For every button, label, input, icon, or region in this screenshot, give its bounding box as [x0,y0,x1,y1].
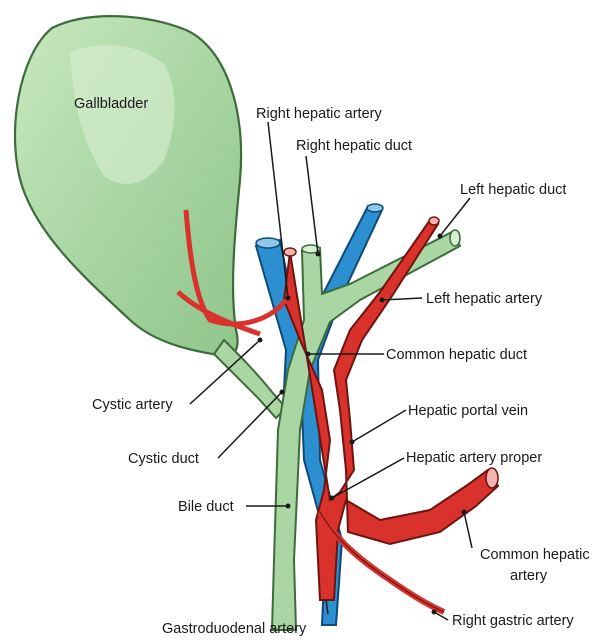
label-cystic-artery: Cystic artery [92,397,173,413]
label-common-hepatic-artery-line1: Common hepatic [480,547,590,563]
label-right-hepatic-duct: Right hepatic duct [296,138,412,154]
label-cystic-duct: Cystic duct [128,451,199,467]
label-left-hepatic-artery: Left hepatic artery [426,291,543,307]
label-gastroduodenal-artery: Gastroduodenal artery [162,621,307,637]
bile-duct-system [272,230,460,630]
label-common-hepatic-artery-line2: artery [510,568,548,584]
label-right-gastric-artery: Right gastric artery [452,613,574,629]
leader-hepatic-artery-proper [332,458,404,498]
leader-right-hepatic-duct [306,156,318,254]
label-gallbladder: Gallbladder [74,96,148,112]
label-bile-duct: Bile duct [178,499,234,515]
label-common-hepatic-duct: Common hepatic duct [386,347,527,363]
leader-hepatic-portal-vein [352,410,406,442]
gallbladder [15,16,286,418]
label-left-hepatic-duct: Left hepatic duct [460,182,566,198]
leader-cystic-duct [218,392,282,458]
leader-common-hepatic-artery [464,512,472,548]
label-hepatic-portal-vein: Hepatic portal vein [408,403,528,419]
label-right-hepatic-artery: Right hepatic artery [256,106,382,122]
label-hepatic-artery-proper: Hepatic artery proper [406,450,542,466]
